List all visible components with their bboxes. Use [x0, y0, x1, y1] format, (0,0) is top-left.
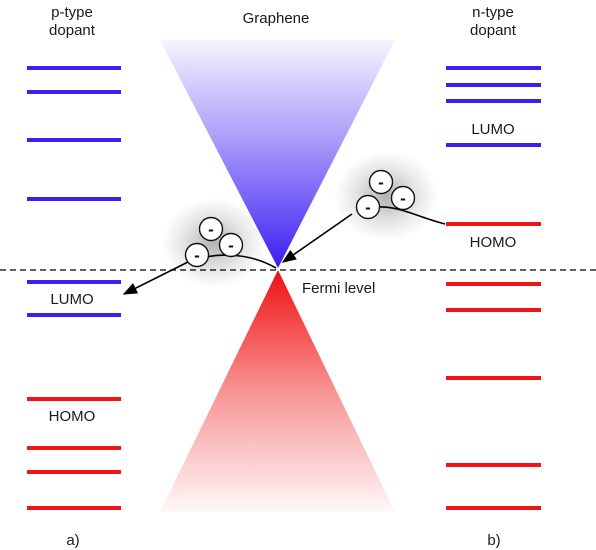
upper-cone — [160, 40, 395, 268]
electron — [198, 216, 224, 242]
electron-path-right — [377, 206, 446, 225]
electron-glow-right — [334, 151, 438, 241]
n-type-header-line1: n-type — [472, 4, 514, 21]
electron — [218, 232, 244, 258]
p-homo-label: HOMO — [49, 408, 96, 425]
p-type-levels — [27, 66, 121, 510]
electron-group-right: - - - — [355, 169, 416, 220]
p-lumo-label: LUMO — [50, 291, 93, 308]
n-type-header-line2: dopant — [470, 22, 517, 39]
electron-sign: - — [378, 173, 384, 192]
graphene-title: Graphene — [243, 10, 310, 27]
electron-arrow-left — [122, 261, 189, 295]
electron-sign: - — [228, 236, 234, 255]
electron-glow-left — [162, 198, 266, 288]
n-homo-label: HOMO — [470, 234, 517, 251]
electron — [355, 194, 381, 220]
electron — [390, 185, 416, 211]
n-type-levels — [446, 66, 541, 510]
lower-cone — [160, 270, 395, 512]
panel-a-caption: a) — [66, 532, 79, 549]
electron — [184, 242, 210, 268]
p-type-header-line2: dopant — [49, 22, 96, 39]
electron — [368, 169, 394, 195]
p-type-header-line1: p-type — [51, 4, 93, 21]
n-lumo-label: LUMO — [471, 121, 514, 138]
electron-sign: - — [194, 246, 200, 265]
electron-sign: - — [208, 220, 214, 239]
electron-group-left: - - - — [184, 216, 244, 268]
panel-b-caption: b) — [487, 532, 500, 549]
electron-arrow-right — [281, 213, 353, 263]
electron-sign: - — [400, 189, 406, 208]
fermi-level-label: Fermi level — [302, 280, 375, 297]
electron-sign: - — [365, 198, 371, 217]
